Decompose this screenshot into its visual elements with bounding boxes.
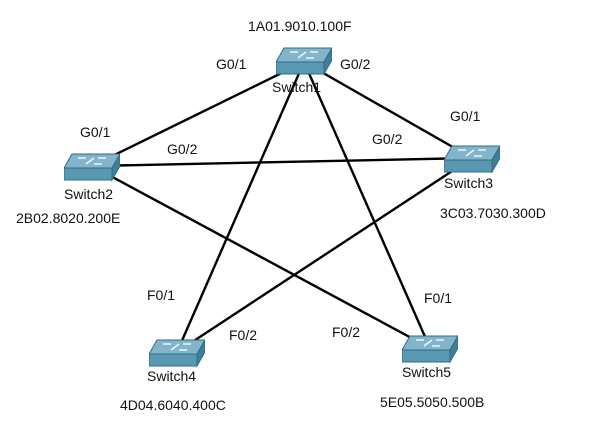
switch1-icon[interactable] <box>276 46 332 80</box>
port-label-switch5-f0-1: F0/1 <box>424 290 453 306</box>
port-label-switch2-g0-2: G0/2 <box>167 141 198 157</box>
switch2-name: Switch2 <box>64 186 114 202</box>
network-switch-icon <box>149 338 205 368</box>
port-label-switch5-f0-2: F0/2 <box>332 324 361 340</box>
port-label-switch3-g0-2: G0/2 <box>372 131 403 147</box>
link-switch1-switch4 <box>175 61 306 353</box>
switch4-icon[interactable] <box>149 338 205 372</box>
switch5-name: Switch5 <box>402 364 452 380</box>
network-switch-icon <box>64 152 120 182</box>
switch5-icon[interactable] <box>402 334 458 368</box>
link-switch1-switch3 <box>303 60 473 160</box>
switch3-mac: 3C03.7030.300D <box>440 205 546 221</box>
link-switch1-switch2 <box>91 60 305 168</box>
switch3-icon[interactable] <box>444 144 500 178</box>
switch3-name: Switch3 <box>444 175 494 191</box>
network-switch-icon <box>402 334 458 364</box>
port-label-switch1-g0-1: G0/1 <box>216 56 247 72</box>
port-label-switch4-f0-1: F0/1 <box>147 287 176 303</box>
port-label-switch3-g0-1: G0/1 <box>450 108 481 124</box>
switch2-mac: 2B02.8020.200E <box>16 210 121 226</box>
switch1-mac: 1A01.9010.100F <box>248 18 352 34</box>
switch4-mac: 4D04.6040.400C <box>120 397 226 413</box>
network-switch-icon <box>276 46 332 76</box>
port-label-switch2-g0-1: G0/1 <box>80 124 111 140</box>
network-switch-icon <box>444 144 500 174</box>
port-label-switch4-f0-2: F0/2 <box>229 327 258 343</box>
switch2-icon[interactable] <box>64 152 120 186</box>
switch5-mac: 5E05.5050.500B <box>380 394 485 410</box>
switch4-name: Switch4 <box>147 368 197 384</box>
link-switch1-switch5 <box>302 61 432 349</box>
link-switch2-switch5 <box>91 164 431 350</box>
switch1-name: Switch1 <box>272 79 322 95</box>
port-label-switch1-g0-2: G0/2 <box>340 56 371 72</box>
link-switch3-switch4 <box>176 156 473 354</box>
link-switch2-switch3 <box>91 156 473 168</box>
